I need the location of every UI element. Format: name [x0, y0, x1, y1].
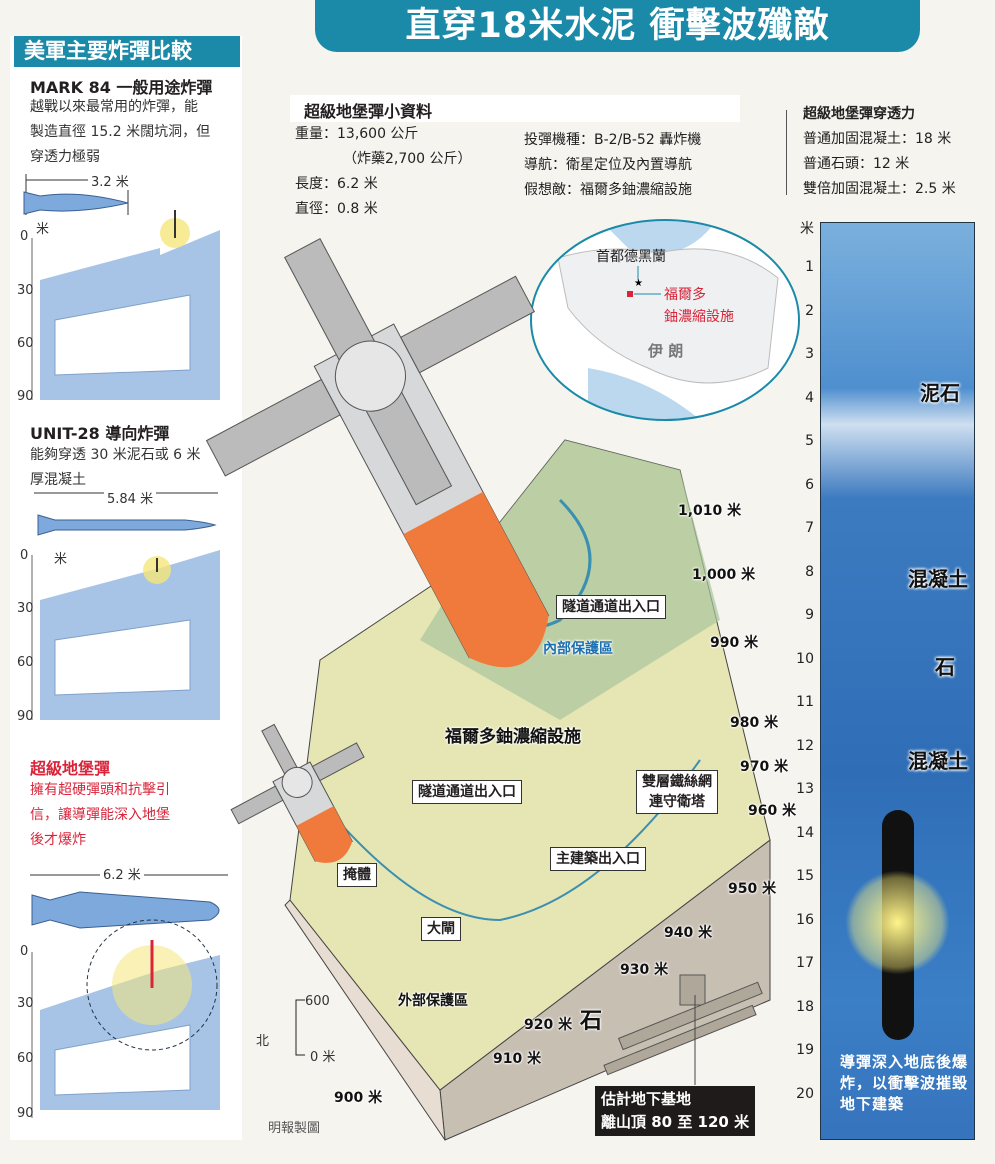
depth-tick: 90 — [17, 1106, 34, 1121]
ruler-tick: 11 — [796, 694, 814, 710]
scale-bottom: 0 米 — [310, 1050, 336, 1065]
ruler-tick: 3 — [805, 346, 814, 362]
depth-unit-1: 米 — [36, 222, 50, 237]
mark84-bomb-icon — [23, 174, 129, 215]
ruler-tick: 14 — [796, 824, 814, 841]
elevation-label: 990 米 — [710, 635, 759, 651]
underground-base-label: 估計地下基地離山頂 80 至 120 米 — [595, 1086, 756, 1136]
ruler-tick: 1 — [805, 259, 814, 275]
bunker-buster-desc: 擁有超硬彈頭和抗擊引信，讓導彈能深入地堡後才爆炸 — [30, 782, 170, 848]
ruler-tick: 6 — [805, 476, 814, 493]
ruler-unit: 米 — [800, 221, 814, 237]
depth-tick: 90 — [17, 389, 34, 404]
tunnel-entrance-label: 隧道通道出入口 — [556, 595, 666, 619]
layer-label: 混凝土 — [908, 567, 968, 591]
layer-label: 混凝土 — [908, 749, 968, 773]
bunker-buster-length: 6.2 米 — [100, 864, 144, 883]
unit28-title: UNIT-28 導向炸彈 — [30, 424, 170, 443]
ruler-tick: 9 — [805, 607, 814, 623]
depth-tick: 30 — [17, 996, 34, 1011]
gate-label: 大閘 — [421, 917, 461, 941]
ruler-tick: 20 — [796, 1085, 814, 1102]
layer-label: 泥石 — [920, 381, 960, 405]
mark84-length: 3.2 米 — [88, 171, 132, 190]
mark84-title: MARK 84 一般用途炸彈 — [30, 78, 213, 97]
unit28-desc: 能夠穿透 30 米泥石或 6 米厚混凝土 — [30, 447, 201, 488]
iran-map: ★ — [530, 219, 800, 421]
north-arrow: 北 — [256, 1034, 270, 1049]
ruler-tick: 15 — [796, 868, 814, 884]
depth-tick: 30 — [17, 601, 34, 616]
fence-guard-tower-label: 雙層鐵絲網連守衛塔 — [636, 770, 718, 814]
unit28-depth-chart — [40, 550, 220, 720]
ruler-tick: 4 — [805, 389, 814, 406]
outer-zone-label: 外部保護區 — [398, 993, 468, 1009]
inner-zone-label: 內部保護區 — [543, 641, 613, 657]
rock-label: 石 — [580, 1009, 603, 1034]
depth-tick: 60 — [17, 655, 34, 670]
tunnel-entrance-label-2: 隧道通道出入口 — [412, 780, 522, 804]
ruler-tick: 2 — [805, 302, 814, 319]
elevation-label: 960 米 — [748, 803, 797, 819]
main-entrance-label: 主建築出入口 — [550, 847, 646, 871]
site-label: 福爾多鈾濃縮設施 — [664, 287, 734, 325]
depth-tick: 30 — [17, 283, 34, 298]
credit: 明報製圖 — [268, 1121, 321, 1136]
penetration-info: 超級地堡彈穿透力普通加固混凝土：18 米普通石頭：12 米雙倍加固混凝土：2.5… — [803, 106, 956, 197]
depth-tick: 60 — [17, 336, 34, 351]
penetration-note: 導彈深入地底後爆炸，以衝擊波摧毀地下建築 — [840, 1053, 969, 1113]
ruler-tick: 16 — [796, 911, 814, 928]
elevation-label: 970 米 — [740, 759, 789, 775]
mark84-depth-chart — [40, 210, 220, 400]
bunker-buster-depth-chart — [40, 919, 220, 1110]
comparison-heading: 美軍主要炸彈比較 — [14, 36, 240, 67]
depth-tick: 0 — [20, 229, 29, 244]
fact-box-mission: 投彈機種：B-2/B-52 轟炸機導航：衛星定位及內置導航假想敵：福爾多鈾濃縮設… — [524, 132, 702, 198]
ruler-tick: 19 — [796, 1042, 814, 1058]
ruler-tick: 10 — [796, 650, 814, 667]
ruler-tick: 7 — [805, 520, 814, 536]
bunker-buster-title: 超級地堡彈 — [30, 759, 111, 778]
depth-tick: 90 — [17, 709, 34, 724]
elevation-label: 930 米 — [620, 962, 669, 978]
elevation-label: 900 米 — [334, 1090, 383, 1106]
ruler-tick: 18 — [796, 998, 814, 1015]
bomb-depth-illustrations — [23, 174, 228, 1118]
facility-label: 福爾多鈾濃縮設施 — [445, 727, 581, 747]
elevation-label: 910 米 — [493, 1051, 542, 1067]
elevation-label: 1,000 米 — [692, 567, 756, 583]
capital-label: 首都德黑蘭 — [596, 249, 666, 265]
country-label: 伊 朗 — [648, 342, 684, 360]
fact-box-heading: 超級地堡彈小資料 — [290, 95, 740, 122]
svg-text:★: ★ — [634, 278, 643, 289]
depth-unit-2: 米 — [54, 552, 68, 567]
elevation-label: 1,010 米 — [678, 503, 742, 519]
scale-top: 600 — [305, 994, 330, 1009]
ruler-tick: 17 — [796, 955, 814, 971]
depth-tick: 60 — [17, 1051, 34, 1066]
fact-box-specs: 重量：13,600 公斤（炸藥2,700 公斤）長度：6.2 米直徑：0.8 米 — [295, 126, 472, 217]
site-marker — [627, 291, 633, 297]
mountain-surface — [289, 439, 771, 1091]
depth-tick: 0 — [20, 548, 29, 563]
page-title: 直穿18米水泥 衝擊波殲敵 — [315, 0, 920, 52]
elevation-label: 940 米 — [664, 925, 713, 941]
depth-tick: 0 — [20, 944, 29, 959]
ruler-tick: 8 — [805, 563, 814, 580]
divider — [786, 110, 787, 195]
unit28-length: 5.84 米 — [104, 488, 157, 507]
explosion-glow — [845, 870, 950, 975]
ruler-tick: 13 — [796, 781, 814, 797]
ruler-tick: 12 — [796, 737, 814, 754]
elevation-label: 980 米 — [730, 715, 779, 731]
elevation-label: 950 米 — [728, 881, 777, 897]
ruler-tick: 5 — [805, 433, 814, 449]
mark84-desc: 越戰以來最常用的炸彈，能製造直徑 15.2 米闊坑洞，但穿透力極弱 — [30, 99, 211, 165]
bunker-label: 掩體 — [337, 863, 377, 887]
unit28-bomb-icon — [34, 492, 218, 536]
elevation-label: 920 米 — [524, 1017, 573, 1033]
layer-label: 石 — [935, 655, 955, 679]
